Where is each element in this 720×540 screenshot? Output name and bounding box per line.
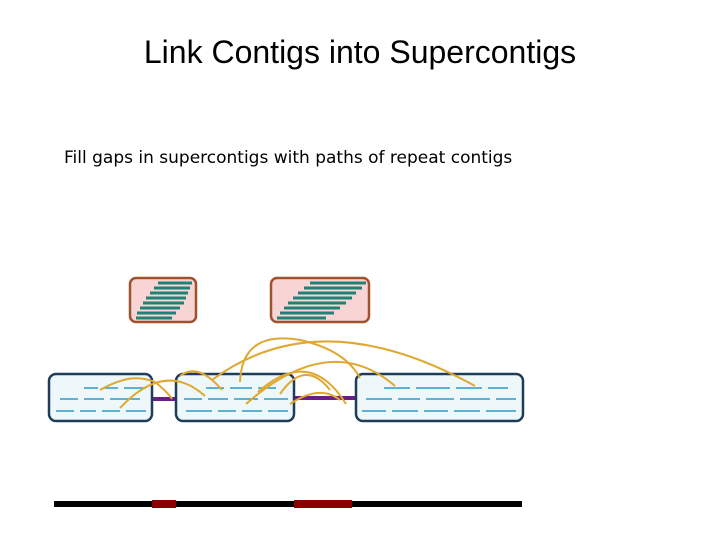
contig-reads-3 — [362, 387, 516, 412]
repeat-reads-1 — [136, 281, 192, 320]
slide-title: Link Contigs into Supercontigs — [143, 34, 577, 70]
contig-reads-1 — [56, 387, 146, 412]
repeat-contig-2 — [269, 276, 371, 324]
repeat-contig-1 — [128, 276, 198, 324]
contig-3 — [354, 372, 525, 423]
mate-pair-links — [99, 337, 476, 409]
repeat-reads-2 — [277, 281, 366, 320]
slide-subtitle: Fill gaps in supercontigs with paths of … — [64, 148, 513, 168]
contig-1 — [47, 372, 154, 423]
